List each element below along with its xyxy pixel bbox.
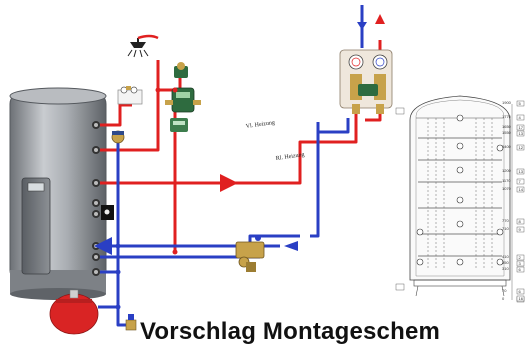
port-number-box [516,218,525,225]
cold-water-pipes [94,5,364,327]
diagram-title: Vorschlag Montageschem [140,318,441,345]
drain-valve [125,314,137,331]
port-number-box [516,168,525,175]
port-number-box [516,295,525,302]
port-number-box [516,130,525,137]
hot-water-pipes [100,40,382,252]
port-number-box [516,114,525,121]
port-number-box [516,288,525,295]
control-panel [21,177,51,275]
port-number-box [516,266,525,273]
junction-dots [155,87,178,255]
dimension-label: 1400 [502,144,512,149]
dimension-label: 1550 [502,130,512,135]
port-number: 3 [519,261,522,266]
port-number: 9 [519,227,522,232]
port-number: 12 [519,145,524,150]
port-number-box [516,178,525,185]
port-number-box [516,100,525,107]
port-number-box [516,124,525,131]
tank-technical-drawing [395,95,513,300]
flow-arrow-outlet [375,14,385,24]
dimension-label: 1070 [502,186,512,191]
flow-arrow-return [284,241,298,251]
safety-valve-group [117,86,143,105]
mixing-valve [111,130,125,144]
port-number: 13 [519,131,524,136]
dimension-label: 410 [502,254,509,259]
heating-station [339,49,393,114]
port-number: 2 [519,255,522,260]
check-valve [174,62,188,78]
port-number: 13 [519,169,524,174]
port-number: 7 [519,179,522,184]
dimension-label: 1650 [502,124,512,129]
dimension-label: 1900 [502,100,512,105]
supply-line-label: Vl. Heizung [245,120,275,130]
dimension-label: 310 [502,266,509,271]
dimension-label: 70 [502,288,507,293]
dimension-label: 1170 [502,178,511,183]
port-number: 14 [519,187,524,192]
port-number-box [516,260,525,267]
junction-dots-blue [115,243,121,310]
dimension-label: 0 [502,296,505,301]
return-line-label: Rl. Heizung [275,152,305,162]
port-number: 17 [519,125,524,130]
port-number-box [516,186,525,193]
port-number-box [516,254,525,261]
port-number: 6 [519,289,522,294]
return-pump-set [235,235,265,272]
port-number-box [516,144,525,151]
port-number: 6 [519,267,522,272]
dimension-labels: 1900177016501550140012001170107077071041… [502,100,525,303]
pump-lower [170,118,188,132]
dimension-label: 710 [502,226,509,231]
port-number: 5 [519,101,522,106]
port-number-box [516,226,525,233]
port-number: 4 [519,115,522,120]
expansion-vessel [49,289,99,335]
port-number: 16 [519,296,524,301]
dimension-label: 1200 [502,168,512,173]
circulation-pump [165,87,201,113]
dimension-label: 350 [502,260,509,265]
shower-head-icon [127,34,159,58]
dimension-label: 1770 [502,114,512,119]
port-number: 8 [519,219,522,224]
flow-arrow-inlet [357,22,367,30]
dimension-label: 770 [502,218,509,223]
